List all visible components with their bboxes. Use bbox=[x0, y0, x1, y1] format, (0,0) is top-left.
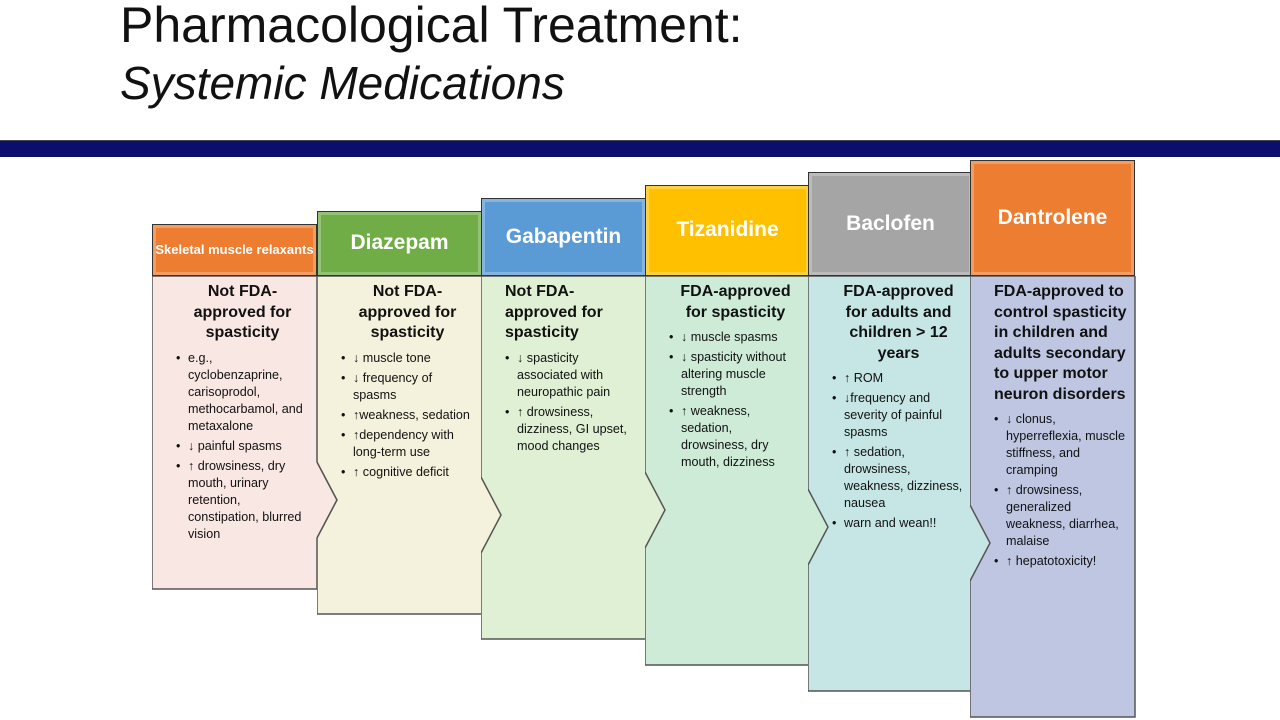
column-body-5: FDA-approved to control spasticity in ch… bbox=[970, 276, 1157, 718]
list-item: ↑ drowsiness, generalized weakness, diar… bbox=[994, 482, 1127, 550]
slide-title: Pharmacological Treatment: bbox=[120, 0, 743, 53]
slide-subtitle: Systemic Medications bbox=[120, 57, 565, 109]
list-item: ↓ spasticity associated with neuropathic… bbox=[505, 350, 638, 401]
list-item: ↓ muscle tone bbox=[341, 350, 474, 367]
list-item: warn and wean!! bbox=[832, 515, 965, 532]
approval-status: Not FDA-approved for spasticity bbox=[505, 283, 603, 341]
effects-list: ↓ spasticity associated with neuropathic… bbox=[505, 350, 638, 455]
column-content: Not FDA-approved for spasticity ↓ spastic… bbox=[481, 276, 646, 458]
list-item: ↑ cognitive deficit bbox=[341, 464, 474, 481]
column-body-1: Not FDA-approved for spasticity ↓ muscle … bbox=[317, 276, 504, 615]
column-content: FDA-approved for spasticity ↓ muscle spas… bbox=[645, 276, 810, 474]
list-item: ↑dependency with long-term use bbox=[341, 427, 474, 461]
column-header-1: Diazepam bbox=[317, 211, 482, 276]
column-body-3: FDA-approved for spasticity ↓ muscle spas… bbox=[645, 276, 832, 666]
list-item: ↓ spasticity without altering muscle str… bbox=[669, 349, 802, 400]
approval-status: FDA-approved for spasticity bbox=[680, 283, 791, 321]
column-header-3: Tizanidine bbox=[645, 185, 810, 276]
list-item: ↑ weakness, sedation, drowsiness, dry mo… bbox=[669, 403, 802, 471]
column-content: Not FDA-approved for spasticity e.g., cyc… bbox=[152, 276, 317, 546]
effects-list: ↓ muscle spasms ↓ spasticity without alte… bbox=[669, 329, 802, 471]
list-item: ↑ drowsiness, dry mouth, urinary retenti… bbox=[176, 458, 309, 543]
list-item: ↓ clonus, hyperreflexia, muscle stiffnes… bbox=[994, 411, 1127, 479]
list-item: ↓ frequency of spasms bbox=[341, 370, 474, 404]
column-content: FDA-approved for adults and children > 1… bbox=[808, 276, 973, 535]
column-body-2: Not FDA-approved for spasticity ↓ spastic… bbox=[481, 276, 668, 640]
approval-status: Not FDA-approved for spasticity bbox=[358, 283, 457, 341]
list-item: ↓ painful spasms bbox=[176, 438, 309, 455]
effects-list: ↓ clonus, hyperreflexia, muscle stiffnes… bbox=[994, 411, 1127, 570]
column-body-0: Not FDA-approved for spasticity e.g., cyc… bbox=[152, 276, 339, 590]
effects-list: ↑ ROM ↓frequency and severity of painful … bbox=[832, 370, 965, 532]
column-content: Not FDA-approved for spasticity ↓ muscle … bbox=[317, 276, 482, 484]
approval-status: Not FDA-approved for spasticity bbox=[193, 283, 292, 341]
list-item: ↑weakness, sedation bbox=[341, 407, 474, 424]
effects-list: ↓ muscle tone ↓ frequency of spasms ↑weakn… bbox=[341, 350, 474, 481]
column-header-4: Baclofen bbox=[808, 172, 973, 276]
column-header-2: Gabapentin bbox=[481, 198, 646, 276]
list-item: ↓frequency and severity of painful spasm… bbox=[832, 390, 965, 441]
list-item: ↑ sedation, drowsiness, weakness, dizzin… bbox=[832, 444, 965, 512]
column-header-0: Skeletal muscle relaxants bbox=[152, 224, 317, 276]
column-body-4: FDA-approved for adults and children > 1… bbox=[808, 276, 995, 692]
title-divider-bar bbox=[0, 140, 1280, 157]
list-item: ↑ drowsiness, dizziness, GI upset, mood … bbox=[505, 404, 638, 455]
effects-list: e.g., cyclobenzaprine, carisoprodol, met… bbox=[176, 350, 309, 543]
approval-status: FDA-approved for adults and children > 1… bbox=[843, 283, 954, 362]
list-item: ↑ ROM bbox=[832, 370, 965, 387]
column-content: FDA-approved to control spasticity in ch… bbox=[970, 276, 1135, 573]
column-header-5: Dantrolene bbox=[970, 160, 1135, 276]
list-item: ↑ hepatotoxicity! bbox=[994, 553, 1127, 570]
list-item: e.g., cyclobenzaprine, carisoprodol, met… bbox=[176, 350, 309, 435]
approval-status: FDA-approved to control spasticity in ch… bbox=[994, 283, 1127, 403]
list-item: ↓ muscle spasms bbox=[669, 329, 802, 346]
